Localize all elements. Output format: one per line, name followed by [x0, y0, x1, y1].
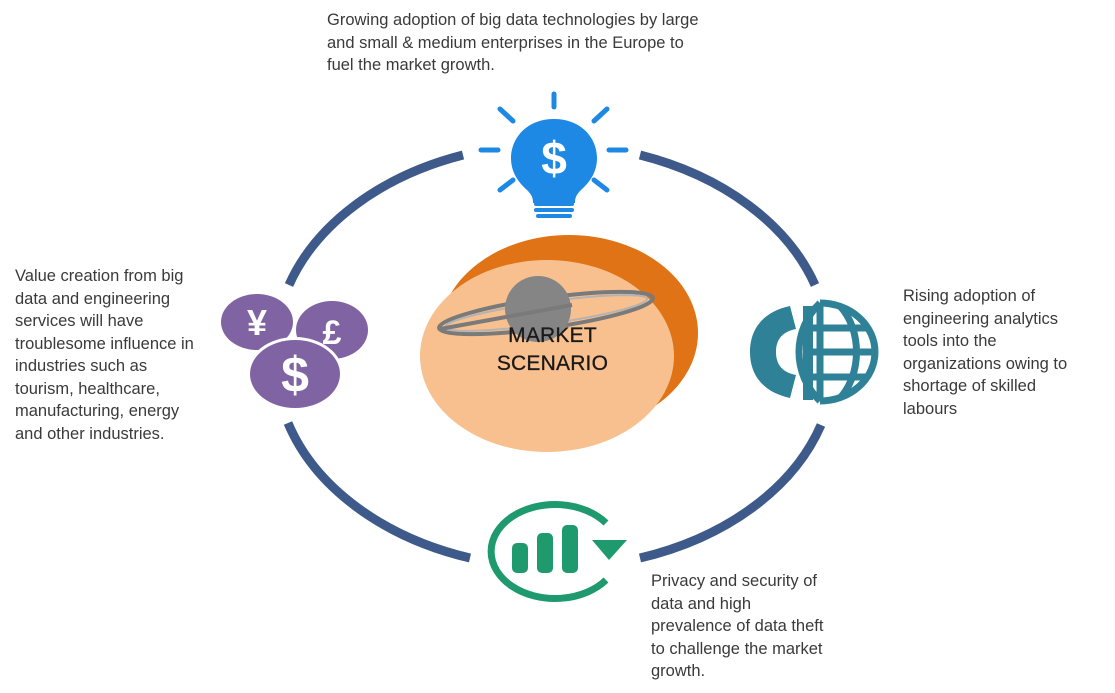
cycle-ring [283, 150, 826, 563]
currency-coins-icon: ¥ £ $ [221, 294, 368, 411]
growth-chart-icon [487, 501, 627, 602]
svg-text:¥: ¥ [247, 302, 267, 343]
center-title-line2: SCENARIO [496, 352, 609, 375]
yen-coin [221, 294, 293, 350]
globe-phone-icon [750, 299, 879, 405]
driver-text-top: Growing adoption of big data technologie… [327, 11, 699, 74]
driver-text-bottom: Privacy and security of data and high pr… [651, 572, 824, 680]
driver-text-right: Rising adoption of engineering analytics… [903, 287, 1068, 418]
driver-text-left: Value creation from big data and enginee… [15, 267, 194, 443]
planet-icon [420, 235, 698, 452]
center-title: MARKET SCENARIO [470, 322, 635, 378]
svg-text:$: $ [541, 132, 567, 184]
svg-text:$: $ [281, 347, 309, 403]
ring-arc-bottom-left [283, 421, 472, 563]
center-title-line1: MARKET [508, 324, 597, 347]
ring-arc-top-left [284, 150, 465, 287]
ring-arc-top-right [638, 150, 820, 287]
saturn-icon [437, 276, 655, 342]
svg-text:£: £ [323, 314, 342, 352]
ring-arc-bottom-right [638, 423, 826, 563]
lightbulb-dollar-icon: $ [478, 91, 629, 218]
